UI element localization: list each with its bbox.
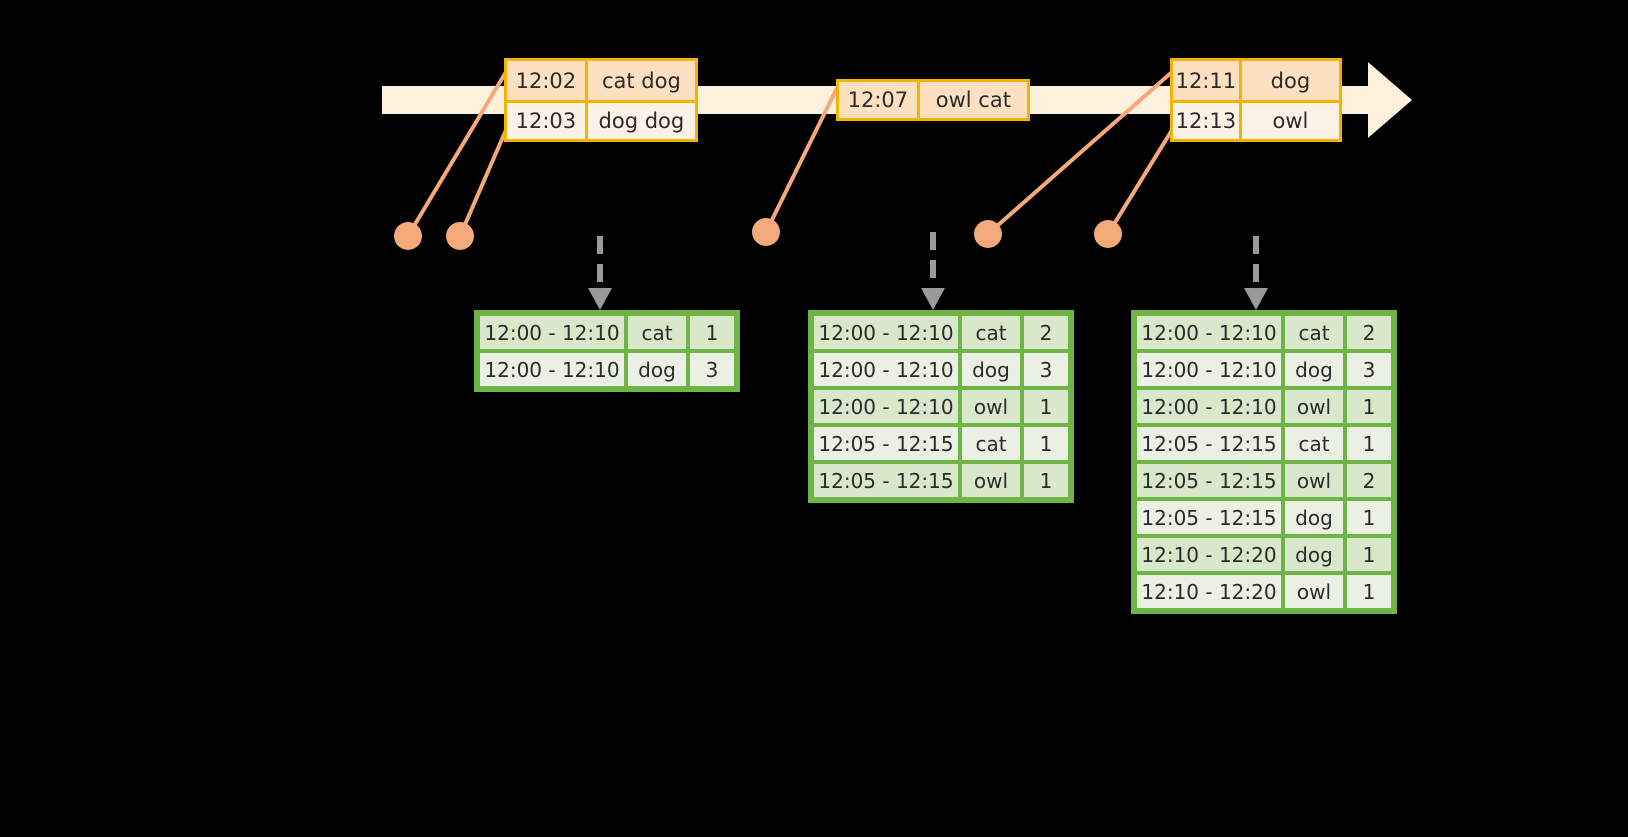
table-row[interactable]: 12:10 - 12:20 dog 1 <box>1135 536 1393 573</box>
cell-key: dog <box>1283 351 1345 388</box>
result-table-1[interactable]: 12:00 - 12:10 cat 1 12:00 - 12:10 dog 3 <box>474 310 740 392</box>
table-row[interactable]: 12:00 - 12:10 dog 3 <box>478 351 736 388</box>
event-row[interactable]: 12:11 dog <box>1173 61 1339 100</box>
cell-window: 12:00 - 12:10 <box>1135 388 1283 425</box>
event-group-3[interactable]: 12:11 dog 12:13 owl <box>1170 58 1342 142</box>
event-dot-2 <box>446 222 474 250</box>
result-table-3[interactable]: 12:00 - 12:10 cat 2 12:00 - 12:10 dog 3 … <box>1131 310 1397 614</box>
cell-window: 12:00 - 12:10 <box>478 351 626 388</box>
table-row[interactable]: 12:00 - 12:10 cat 2 <box>1135 314 1393 351</box>
cell-count: 1 <box>1345 388 1393 425</box>
event-value: dog <box>1270 68 1311 93</box>
cell-key: dog <box>960 351 1022 388</box>
cell-key: dog <box>626 351 688 388</box>
cell-window: 12:00 - 12:10 <box>812 351 960 388</box>
cell-window: 12:05 - 12:15 <box>1135 425 1283 462</box>
event-row[interactable]: 12:02 cat dog <box>507 61 695 100</box>
table-row[interactable]: 12:05 - 12:15 owl 1 <box>812 462 1070 499</box>
event-dot-3 <box>752 218 780 246</box>
table-row[interactable]: 12:05 - 12:15 owl 2 <box>1135 462 1393 499</box>
cell-count: 1 <box>1345 573 1393 610</box>
cell-key: cat <box>1283 314 1345 351</box>
cell-count: 1 <box>1022 388 1070 425</box>
cell-window: 12:05 - 12:15 <box>1135 462 1283 499</box>
table-row[interactable]: 12:00 - 12:10 cat 1 <box>478 314 736 351</box>
cell-window: 12:05 - 12:15 <box>812 462 960 499</box>
event-time: 12:07 <box>839 82 920 118</box>
cell-key: owl <box>960 462 1022 499</box>
cell-key: owl <box>960 388 1022 425</box>
cell-key: cat <box>960 314 1022 351</box>
cell-window: 12:05 - 12:15 <box>812 425 960 462</box>
event-dot-4 <box>974 220 1002 248</box>
event-group-2[interactable]: 12:07 owl cat <box>836 79 1030 121</box>
cell-key: dog <box>1283 536 1345 573</box>
table-row[interactable]: 12:05 - 12:15 cat 1 <box>1135 425 1393 462</box>
event-value: cat dog <box>601 68 681 93</box>
cell-key: owl <box>1283 573 1345 610</box>
cell-count: 3 <box>688 351 736 388</box>
cell-count: 1 <box>1022 462 1070 499</box>
emit-arrow-2 <box>921 232 945 310</box>
cell-window: 12:00 - 12:10 <box>1135 351 1283 388</box>
table-row[interactable]: 12:00 - 12:10 owl 1 <box>1135 388 1393 425</box>
emit-arrow-1 <box>588 236 612 310</box>
result-table-2[interactable]: 12:00 - 12:10 cat 2 12:00 - 12:10 dog 3 … <box>808 310 1074 503</box>
cell-key: dog <box>1283 499 1345 536</box>
event-group-1[interactable]: 12:02 cat dog 12:03 dog dog <box>504 58 698 142</box>
event-dot-1 <box>394 222 422 250</box>
cell-window: 12:10 - 12:20 <box>1135 536 1283 573</box>
cell-count: 2 <box>1345 462 1393 499</box>
event-value: owl <box>1272 109 1309 133</box>
event-dot-5 <box>1094 220 1122 248</box>
table-row[interactable]: 12:10 - 12:20 owl 1 <box>1135 573 1393 610</box>
cell-window: 12:10 - 12:20 <box>1135 573 1283 610</box>
cell-key: cat <box>960 425 1022 462</box>
cell-key: cat <box>626 314 688 351</box>
emit-arrows <box>588 232 1268 310</box>
cell-count: 3 <box>1345 351 1393 388</box>
event-time: 12:03 <box>507 103 588 139</box>
table-row[interactable]: 12:05 - 12:15 dog 1 <box>1135 499 1393 536</box>
cell-count: 2 <box>1345 314 1393 351</box>
table-row[interactable]: 12:00 - 12:10 owl 1 <box>812 388 1070 425</box>
event-value: dog dog <box>598 109 685 133</box>
cell-window: 12:00 - 12:10 <box>812 388 960 425</box>
cell-count: 1 <box>1345 425 1393 462</box>
table-row[interactable]: 12:05 - 12:15 cat 1 <box>812 425 1070 462</box>
cell-key: owl <box>1283 388 1345 425</box>
cell-count: 1 <box>688 314 736 351</box>
event-row[interactable]: 12:07 owl cat <box>839 82 1027 118</box>
cell-key: owl <box>1283 462 1345 499</box>
cell-key: cat <box>1283 425 1345 462</box>
event-row[interactable]: 12:03 dog dog <box>507 100 695 139</box>
cell-count: 3 <box>1022 351 1070 388</box>
cell-window: 12:00 - 12:10 <box>478 314 626 351</box>
cell-window: 12:05 - 12:15 <box>1135 499 1283 536</box>
cell-count: 1 <box>1345 499 1393 536</box>
table-row[interactable]: 12:00 - 12:10 cat 2 <box>812 314 1070 351</box>
table-row[interactable]: 12:00 - 12:10 dog 3 <box>812 351 1070 388</box>
cell-window: 12:00 - 12:10 <box>812 314 960 351</box>
table-row[interactable]: 12:00 - 12:10 dog 3 <box>1135 351 1393 388</box>
event-time: 12:02 <box>507 61 588 100</box>
event-time: 12:11 <box>1173 61 1242 100</box>
cell-count: 1 <box>1022 425 1070 462</box>
cell-count: 1 <box>1345 536 1393 573</box>
cell-window: 12:00 - 12:10 <box>1135 314 1283 351</box>
event-row[interactable]: 12:13 owl <box>1173 100 1339 139</box>
event-value: owl cat <box>935 88 1011 112</box>
event-time: 12:13 <box>1173 103 1242 139</box>
emit-arrow-3 <box>1244 236 1268 310</box>
event-dots <box>394 218 1122 250</box>
cell-count: 2 <box>1022 314 1070 351</box>
